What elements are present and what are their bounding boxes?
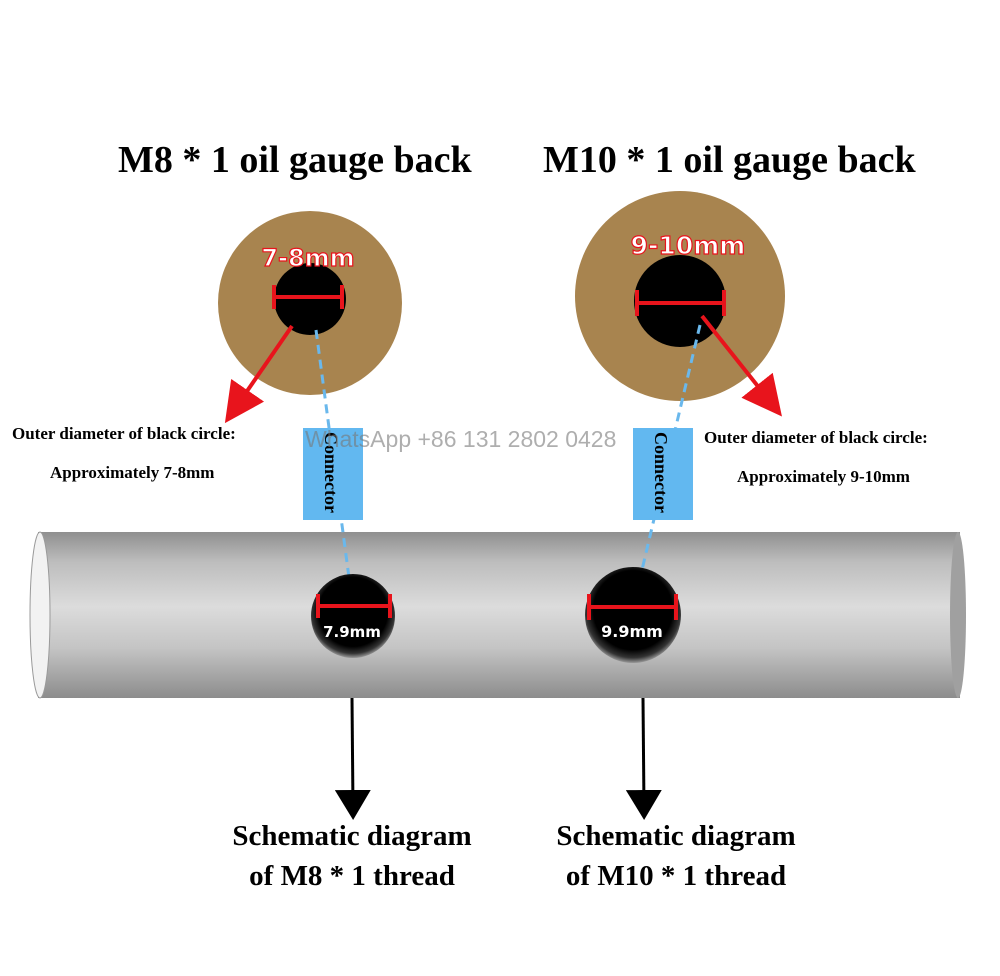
m10-caption-line2: of M10 * 1 thread [565,860,787,892]
m10-connector-label: Connector [651,432,671,513]
m8-size-label: 7-8mm [261,244,354,272]
m10-note-line1: Outer diameter of black circle: [704,428,928,447]
m10-connector-box: Connector [633,428,693,520]
watermark: WhatsApp +86 131 2802 0428 [305,426,617,452]
m10-thread-hole [585,567,681,663]
m10-dashed-line [630,324,702,613]
m10-hole-label: 9.9mm [601,622,663,641]
m10-size-label: 9-10mm [631,231,746,260]
m8-down-arrow [334,697,371,820]
m8-caption-line2: of M8 * 1 thread [249,860,455,892]
m10-gauge-back [575,191,785,417]
m8-hole-label: 7.9mm [323,623,381,641]
m10-caption-line1: Schematic diagram [556,820,796,852]
m8-connector-box: Connector [303,428,363,520]
pipe [29,531,966,699]
m10-down-arrow [625,697,662,820]
m8-note-line1: Outer diameter of black circle: [12,424,236,443]
m8-gauge-back [218,211,402,424]
m8-thread-hole [311,574,395,658]
m8-title: M8 * 1 oil gauge back [118,139,472,181]
m10-title: M10 * 1 oil gauge back [543,139,916,181]
m10-note-line2: Approximately 9-10mm [737,467,910,486]
m8-caption: Schematic diagram of M8 * 1 thread [192,816,512,896]
m8-caption-line1: Schematic diagram [232,820,472,852]
m10-caption: Schematic diagram of M10 * 1 thread [516,816,836,896]
m8-note-line2: Approximately 7-8mm [50,463,215,482]
